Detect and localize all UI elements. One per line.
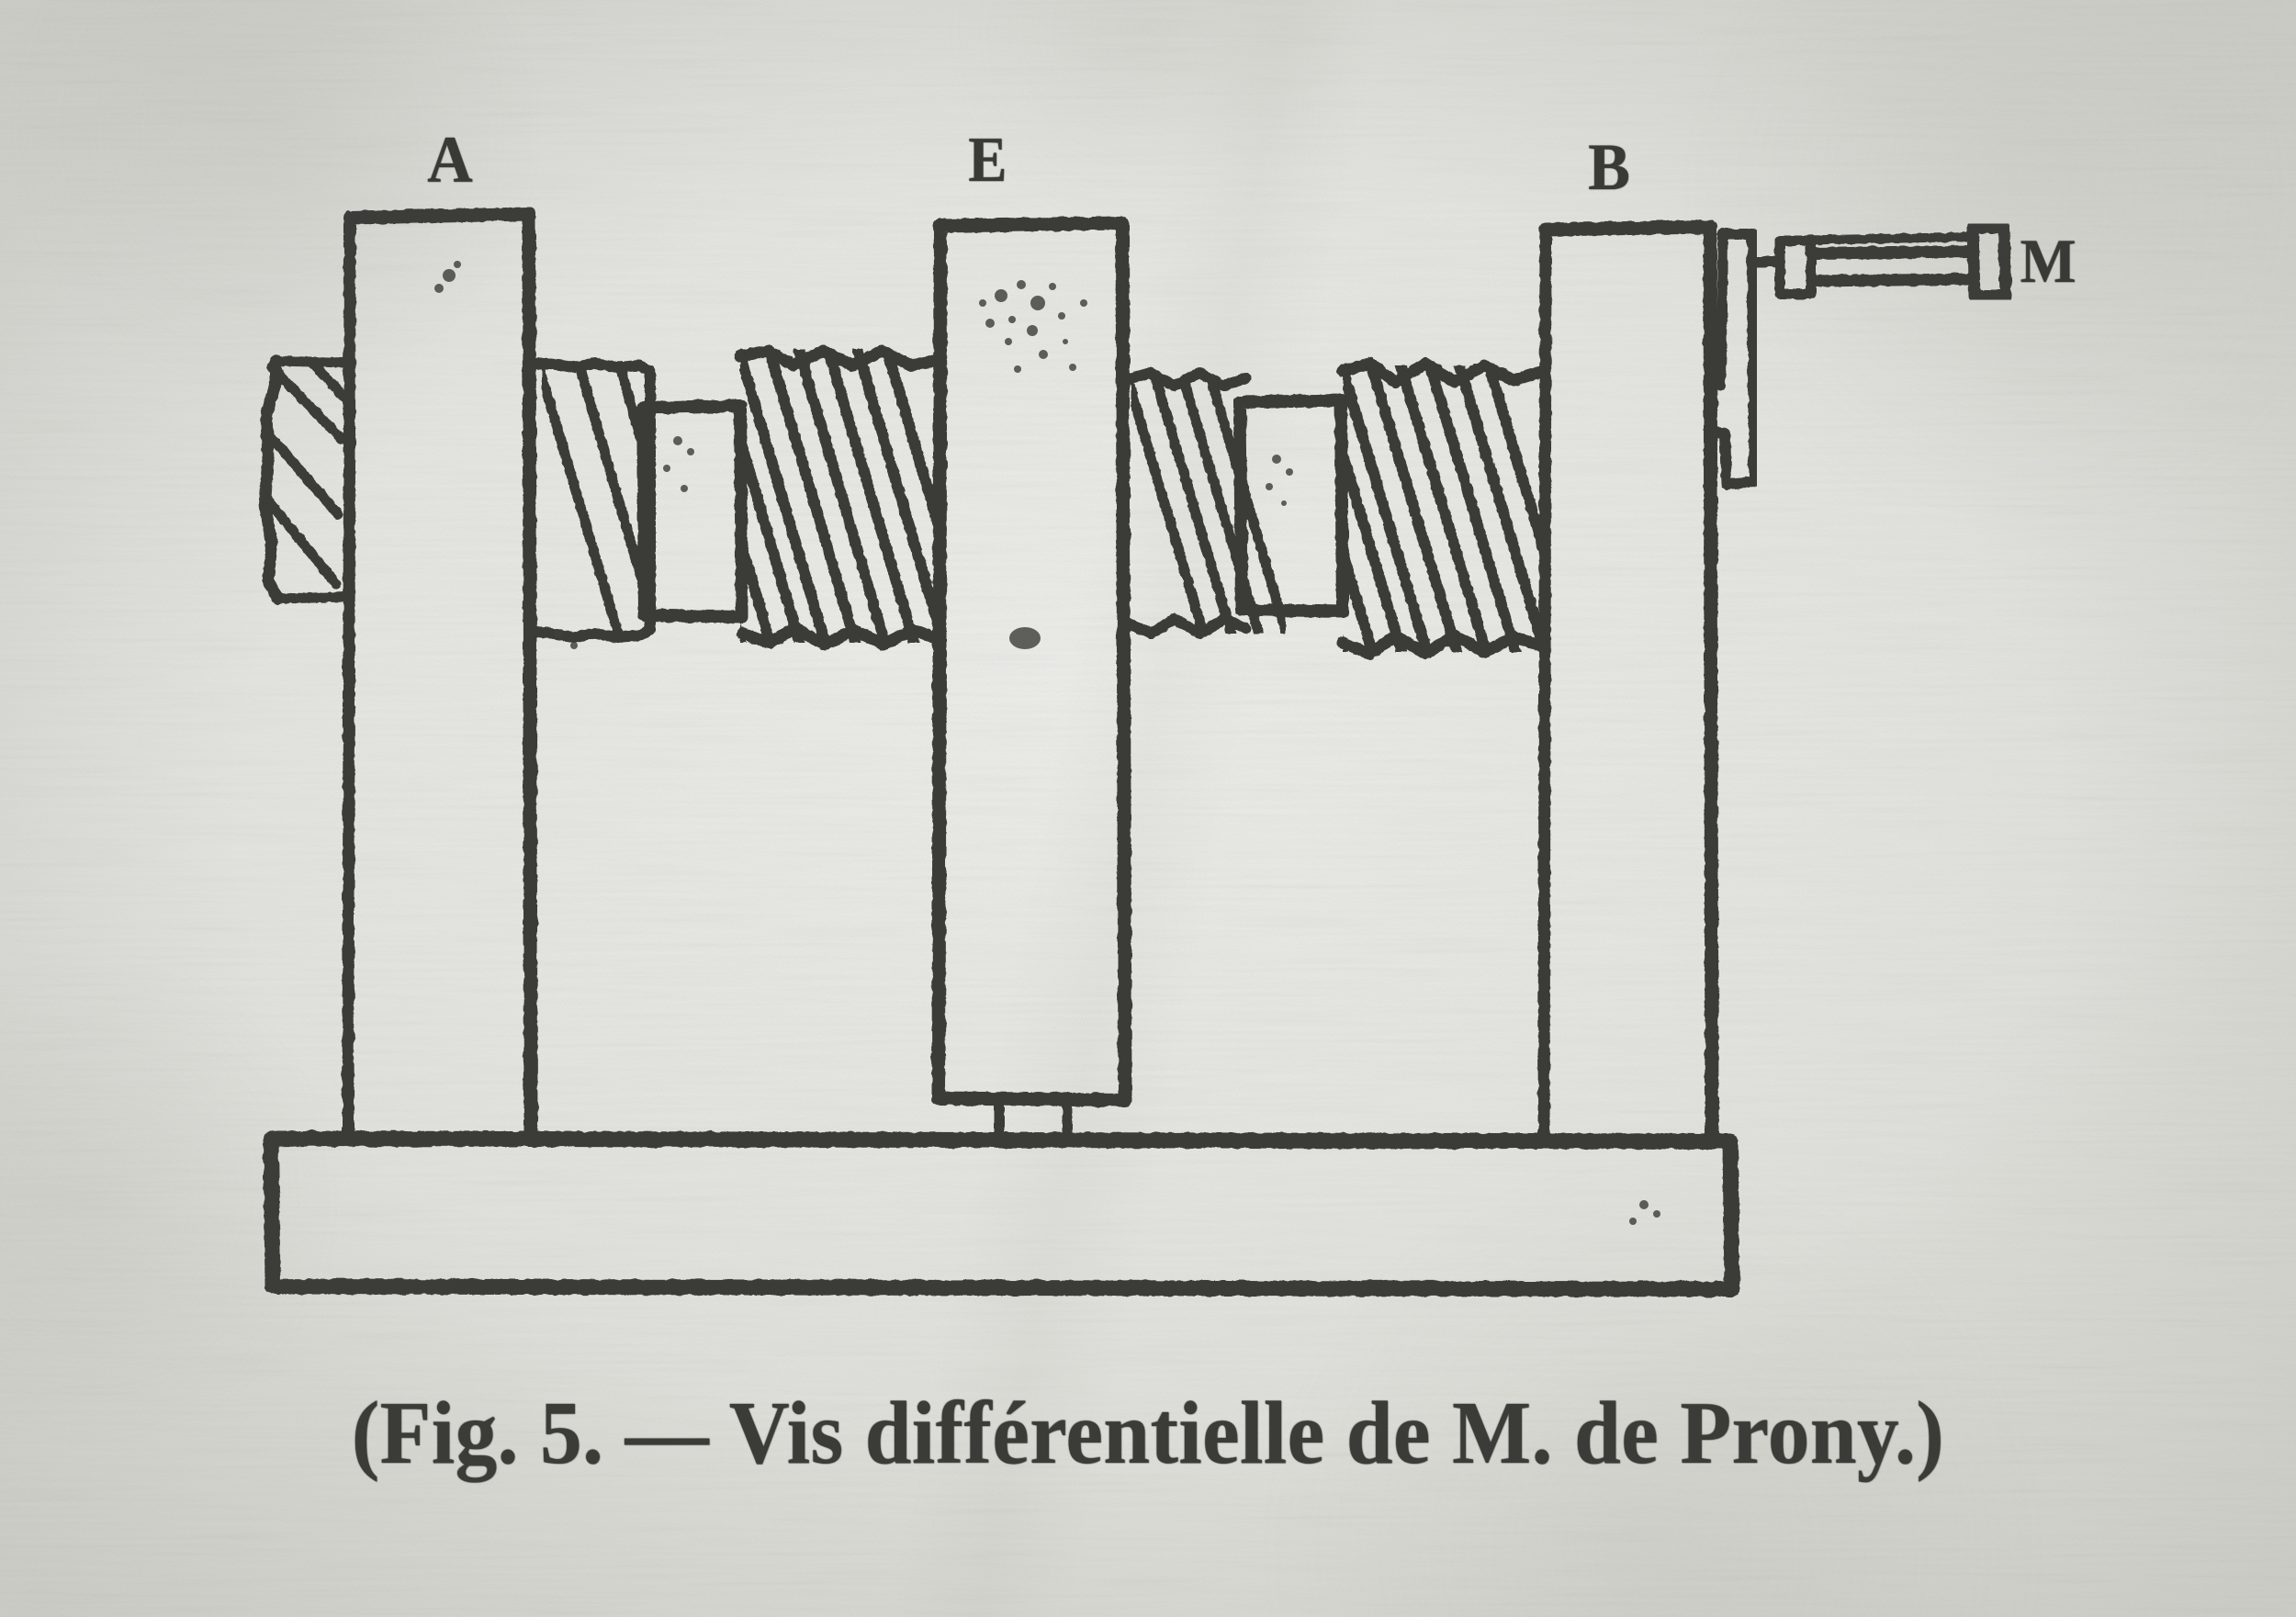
screw-section-4 bbox=[1336, 357, 1550, 660]
crank-arm bbox=[1705, 229, 1760, 489]
screw-section-1 bbox=[525, 358, 656, 643]
ink-speckles bbox=[434, 261, 1660, 1225]
screw-section-3 bbox=[1120, 367, 1286, 639]
figure-label-m: M bbox=[2020, 226, 2077, 296]
crank-handle bbox=[1747, 221, 2012, 302]
figure-label-b: B bbox=[1588, 130, 1630, 204]
figure-label-a: A bbox=[427, 123, 473, 197]
post-b bbox=[1537, 219, 1719, 1149]
base-plank bbox=[263, 1130, 1740, 1297]
screw-section-2 bbox=[734, 344, 945, 651]
collar-1 bbox=[636, 399, 748, 623]
screw-left-outer bbox=[258, 354, 354, 605]
figure-caption: (Fig. 5. — Vis différentielle de M. de P… bbox=[351, 1384, 1945, 1483]
figure-label-e: E bbox=[968, 125, 1007, 196]
post-a bbox=[342, 207, 538, 1147]
collar-2 bbox=[1233, 394, 1349, 618]
plate-e bbox=[931, 216, 1132, 1146]
